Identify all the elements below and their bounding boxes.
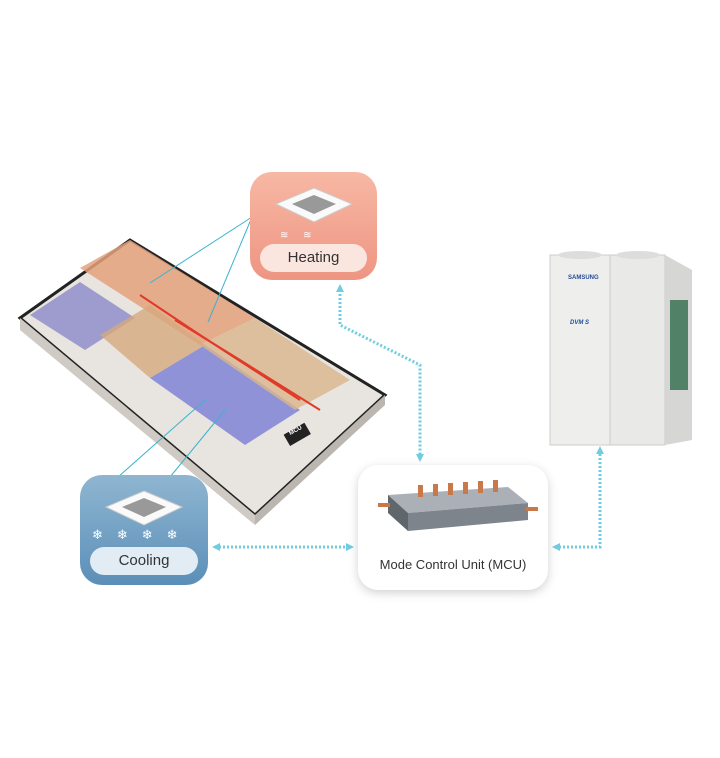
ceiling-cassette-icon (274, 187, 354, 223)
arrow-heads (212, 284, 604, 551)
heating-label: Heating (260, 244, 367, 272)
snowflake-icons: ❄❄❄❄ (92, 527, 192, 542)
cooling-mode-card: ❄❄❄❄ Cooling (80, 475, 208, 585)
heating-mode-card: ≋ ≋ Heating (250, 172, 377, 280)
model-badge: DVM S (570, 320, 590, 326)
heat-waves-icon: ≋ ≋ (280, 230, 318, 241)
leader-lines (117, 216, 253, 478)
outdoor-unit (549, 251, 692, 446)
mcu-label: Mode Control Unit (MCU) (379, 557, 527, 572)
building-cutaway (17, 238, 388, 525)
cooling-label: Cooling (90, 547, 198, 575)
brand-label: SAMSUNG (568, 275, 599, 281)
ceiling-cassette-icon (104, 490, 184, 526)
mcu-device-icon (378, 480, 538, 531)
refrigerant-connectors (215, 290, 602, 549)
mcu-card: Mode Control Unit (MCU) (358, 465, 548, 590)
